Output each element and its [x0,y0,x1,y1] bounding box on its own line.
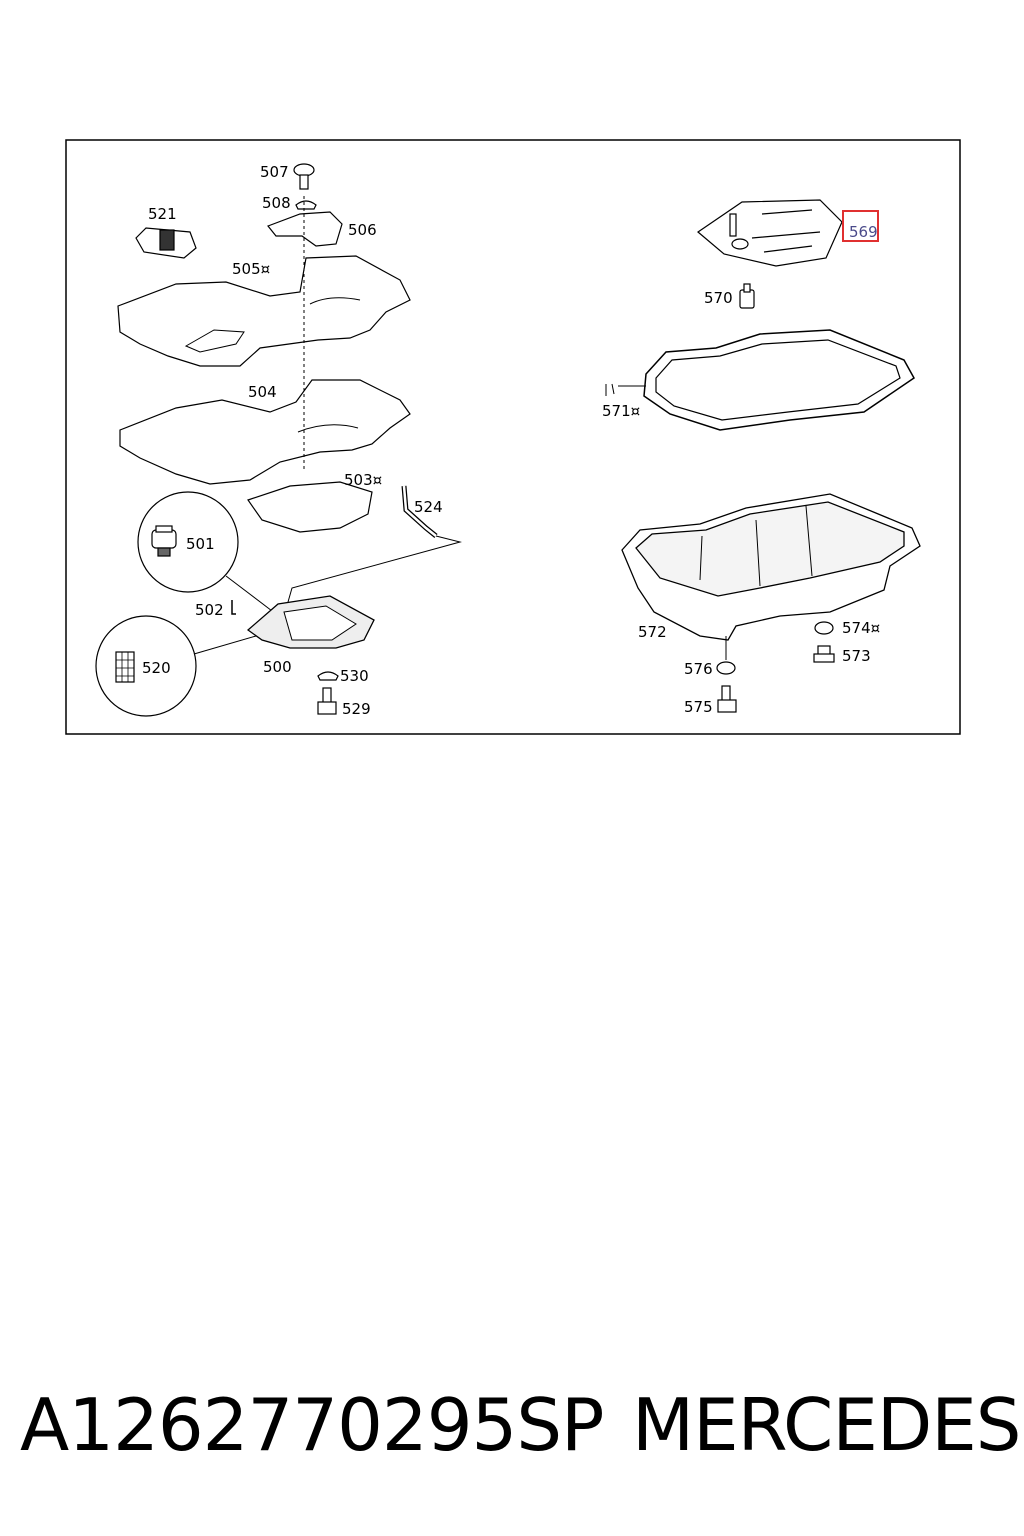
callout-573: 573 [842,647,871,665]
gasket-571 [643,329,915,431]
screw-507 [293,163,315,190]
bolt-529 [317,687,337,715]
washer-576 [716,661,736,675]
plate-505 [117,255,411,367]
washer-574 [814,621,834,635]
plug-573 [813,645,835,663]
callout-571: 571¤ [602,402,640,420]
callout-501: 501 [186,535,215,553]
callout-505: 505¤ [232,260,270,278]
parts-diagram: 507 508 506 521 505¤ 504 503¤ 524 501 50… [65,139,961,735]
callout-520: 520 [142,659,171,677]
footer-caption: A1262770295SP MERCEDES [0,1370,1024,1480]
callout-575: 575 [684,698,713,716]
brand-name: MERCEDES [632,1383,1021,1467]
connector-521 [135,227,197,259]
oil-pan-572 [621,493,921,641]
callout-530: 530 [340,667,369,685]
callout-569: 569 [849,223,878,241]
callout-529: 529 [342,700,371,718]
detail-circle-520 [95,615,197,717]
callout-576: 576 [684,660,713,678]
filter-569 [697,199,843,267]
gasket-503 [247,481,373,533]
pin-502 [231,600,236,615]
callout-572: 572 [638,623,667,641]
bolt-575 [717,685,737,713]
callout-508: 508 [262,194,291,212]
plug-501 [151,525,177,557]
callout-524: 524 [414,498,443,516]
callout-574: 574¤ [842,619,880,637]
detail-circle-501 [137,491,239,593]
plate-504 [119,379,411,485]
bracket-506 [267,211,343,247]
callout-507: 507 [260,163,289,181]
callout-521: 521 [148,205,177,223]
callout-504: 504 [248,383,277,401]
callout-570: 570 [704,289,733,307]
diagram-frame [65,139,961,735]
callout-503: 503¤ [344,471,382,489]
callout-502: 502 [195,601,224,619]
plug-570 [739,283,755,309]
washer-530 [317,671,339,681]
callout-506: 506 [348,221,377,239]
clip-508 [295,200,317,210]
filter-520 [115,651,135,683]
callout-500: 500 [263,658,292,676]
highlight-box-569 [842,210,879,242]
part-number: A1262770295SP [20,1383,604,1467]
